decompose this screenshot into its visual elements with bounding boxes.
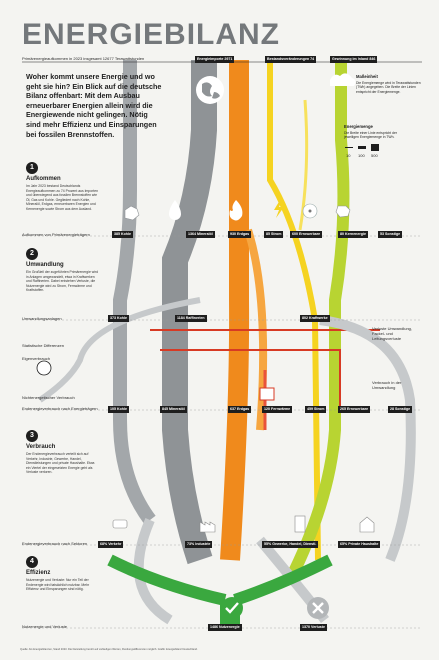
legend-title-unit: Maßeinheit	[356, 74, 378, 79]
flow-electricity	[267, 60, 321, 561]
page-title: ENERGIEBILANZ	[22, 18, 281, 51]
flow-oil	[162, 60, 217, 565]
section-text-2: Ein Großteil der zugeführten Primärenerg…	[26, 270, 98, 293]
conversion-badge-power-plants: 802 Kraftwerke	[300, 315, 330, 322]
flow-use-right	[233, 554, 333, 606]
row-label-umwandlung: Umwandlungsanlagen	[22, 316, 62, 321]
row-label-endenergie: Endenergieverbrauch nach Energieträgern	[22, 406, 98, 411]
intro-text: Woher kommt unsere Energie und wo geht s…	[26, 72, 162, 139]
side-label-non-energy: Nichtenergetischer Verbrauch	[22, 395, 75, 400]
coal-icon	[124, 205, 140, 221]
bulb-icon	[36, 360, 52, 376]
section-text-4: Nutzenergie und Verluste: Nur ein Teil d…	[26, 578, 90, 592]
flow-heat-line-2	[160, 349, 341, 410]
source-badge-oil: 1364 Mineralöl	[186, 231, 215, 238]
side-label-statistics: Statistische Differenzen	[22, 343, 64, 348]
top-header-label: Primärenergieaufkommen in 2023 insgesamt…	[22, 56, 145, 61]
source-badge-nuclear: 80 Kernenergie	[338, 231, 368, 238]
source-badge-electricity: 85 Strom	[264, 231, 284, 238]
row-label-eigenverbrauch: Eigenverbrauch	[22, 356, 51, 361]
flow-loss-right	[319, 315, 416, 562]
source-badge-renewables: 600 Erneuerbare	[290, 231, 323, 238]
end-badge-coal: 105 Kohle	[108, 406, 129, 413]
end-badge-renewables: 265 Erneuerbare	[338, 406, 371, 413]
outcome-badge-losses: 1370 Verluste	[300, 624, 327, 631]
side-label-conversion-use: Verbrauch in der Umwandlung	[372, 380, 402, 390]
legend-scale-500: 500	[371, 153, 378, 158]
section-number-4: 4	[26, 556, 38, 568]
legend-scale-10: 10	[346, 153, 351, 158]
end-badge-electricity: 459 Strom	[305, 406, 327, 413]
conversion-badge-coal: 373 Kohle	[108, 315, 129, 322]
legend-title-amount: Energiemenge	[344, 124, 373, 129]
badge-domestic: Gewinnung im Inland 846	[330, 56, 378, 63]
sector-badge-households: 65% Private Haushalte	[338, 541, 381, 548]
sector-badge-industry: 73% Industrie	[185, 541, 213, 548]
source-badge-gas: 930 Erdgas	[228, 231, 252, 238]
end-badge-other: 28 Sonstige	[388, 406, 413, 413]
flow-renewables	[284, 60, 350, 583]
row-label-verbrauch: Endenergieverbrauch nach Sektoren	[22, 541, 88, 546]
side-label-losses: Verluste Umwandlung, Fackel- und Leitung…	[372, 326, 413, 341]
flow-loss-left	[38, 297, 201, 403]
end-badge-oil: 845 Mineralöl	[160, 406, 187, 413]
section-title-1: Aufkommen	[26, 176, 61, 182]
section-number-3: 3	[26, 430, 38, 442]
factory-icon	[199, 521, 216, 533]
cloud-icon	[330, 73, 356, 86]
sector-badge-commerce: 55% Gewerbe, Handel, Dienstl.	[262, 541, 319, 548]
section-title-4: Effizienz	[26, 570, 51, 576]
nuclear-icon	[302, 203, 318, 219]
flow-use-left	[107, 554, 227, 606]
source-badge-other: 53 Sonstige	[378, 231, 403, 238]
conversion-badge-refineries: 1184 Raffinerien	[175, 315, 207, 322]
gas-flame-icon	[229, 200, 243, 221]
car-icon	[112, 519, 128, 529]
source-badge-coal: 385 Kohle	[112, 231, 133, 238]
legend-scale-100: 100	[358, 153, 365, 158]
badge-stock: Bestandsveränderungen 74	[265, 56, 317, 63]
row-label-aufkommen: Aufkommen von Primärenergieträgern	[22, 232, 90, 237]
section-title-2: Umwandlung	[26, 262, 64, 268]
oil-drop-icon	[169, 200, 181, 220]
section-number-1: 1	[26, 162, 38, 174]
flow-electricity-thin	[298, 99, 309, 231]
office-icon	[294, 515, 306, 533]
flow-gas	[220, 60, 250, 561]
section-text-1: Im Jahr 2023 bestand Deutschlands Energi…	[26, 184, 98, 211]
section-text-3: Der Endenergieverbrauch verteilt sich au…	[26, 452, 95, 475]
section-number-2: 2	[26, 248, 38, 260]
electricity-icon	[274, 200, 284, 218]
legend-text-amount: Die Breite einer Linie entspricht der je…	[344, 131, 397, 140]
section-title-3: Verbrauch	[26, 444, 56, 450]
house-icon	[359, 516, 375, 533]
end-badge-heat: 120 Fernwärme	[262, 406, 293, 413]
heat-icon	[259, 387, 275, 401]
badge-imports: Energieimporte 2971	[195, 56, 235, 63]
end-badge-gas: 637 Erdgas	[228, 406, 252, 413]
outcome-badge-useful-energy: 1486 Nutzenergie	[208, 624, 242, 631]
biomass-icon	[335, 205, 351, 218]
footer-sources: Quelle: AG Energiebilanzen, Stand 2023. …	[20, 648, 198, 651]
legend-text-unit: Die Energiemenge wird in Terawattstunden…	[356, 81, 421, 94]
sector-badge-transport: 68% Verkehr	[98, 541, 124, 548]
row-label-nutzenergie: Nutzenergie und Verluste	[22, 624, 67, 629]
